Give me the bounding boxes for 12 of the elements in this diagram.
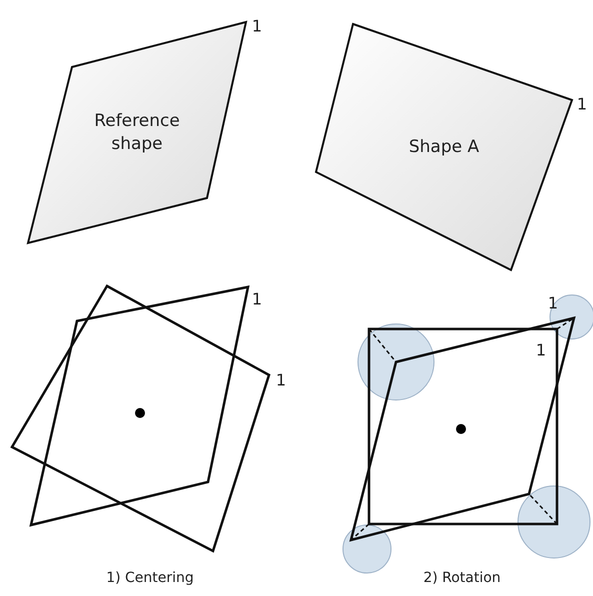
vertex-number: 1 (536, 340, 546, 360)
vertex-number: 1 (276, 370, 286, 390)
vertex-number: 1 (576, 94, 588, 114)
vertex-number: 1 (548, 294, 558, 312)
vertex-number: 1 (252, 290, 262, 308)
shape-label: Shape A (408, 136, 480, 158)
shape-outline (28, 22, 246, 243)
shape-label: Reference shape (93, 110, 181, 156)
step-caption: 1) Centering (106, 570, 194, 586)
shape-outline (316, 24, 572, 270)
step-caption: 2) Rotation (423, 570, 501, 586)
vertex-number: 1 (252, 16, 262, 36)
